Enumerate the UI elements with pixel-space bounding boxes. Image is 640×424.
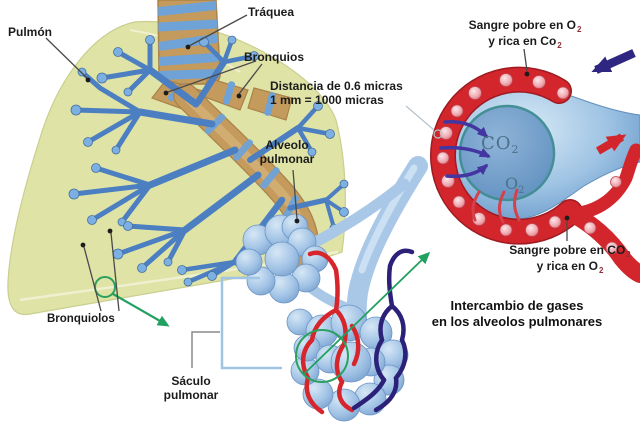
leader-lines	[45, 14, 568, 312]
capillary-red-on-sac	[300, 250, 361, 415]
gas-co2: CO2	[481, 133, 520, 156]
gas-o2-sub: 2	[518, 185, 525, 196]
leader-dots	[80, 44, 570, 248]
label-saculo-pulmonar: Sáculo pulmonar	[151, 374, 231, 402]
sangre-out-text1: Sangre pobre en CO	[509, 243, 626, 257]
gas-o2: O2	[505, 174, 525, 196]
blood-in-arrow	[591, 49, 636, 74]
blood-out-arrow	[595, 133, 627, 155]
label-saculo-line2: pulmonar	[163, 388, 219, 402]
gas-o2-text: O	[505, 174, 519, 193]
note-distancia: Distancia de 0.6 micras 1 mm = 1000 micr…	[270, 79, 403, 107]
sangre-out-sub2: 2	[598, 266, 604, 275]
note-distancia-line1: Distancia de 0.6 micras	[270, 79, 403, 93]
magnifier-circle-sac	[295, 329, 349, 383]
label-traquea: Tráquea	[248, 5, 295, 19]
bronchus-stub-cut	[201, 77, 293, 121]
label-alveolo-line2: pulmonar	[259, 152, 315, 166]
label-bronquiolos: Bronquiolos	[47, 313, 115, 325]
label-bronquios: Bronquios	[244, 50, 304, 64]
sangre-out-sub1: 2	[626, 250, 631, 259]
caption-line2: en los alveolos pulmonares	[431, 313, 603, 329]
caption-intercambio: Intercambio de gases en los alveolos pul…	[417, 298, 617, 329]
sangre-in-sub1: 2	[576, 25, 582, 34]
label-sangre-pobre-co2: Sangre pobre en CO2 y rica en O2	[490, 243, 640, 275]
sangre-out-text2: y rica en O	[536, 259, 598, 273]
label-saculo-line1: Sáculo	[171, 374, 211, 388]
sangre-in-text1: Sangre pobre en O	[468, 18, 576, 32]
caption-line1: Intercambio de gases	[450, 298, 584, 313]
label-sangre-out-line2: y rica en O2	[490, 259, 640, 275]
trachea	[151, 0, 221, 115]
label-sangre-in-line2: y rica en Co2	[444, 34, 606, 50]
label-alveolo-pulmonar: Alveolo pulmonar	[247, 138, 327, 166]
label-alveolo-line1: Alveolo	[265, 138, 309, 152]
gas-co2-sub: 2	[511, 143, 520, 156]
co2-diffusion-arrows	[439, 120, 491, 179]
label-pulmon: Pulmón	[8, 25, 52, 39]
sangre-in-sub2: 2	[557, 41, 562, 50]
zoom-arrow-lung-to-sac	[112, 293, 170, 327]
gas-co2-text: CO	[481, 133, 512, 154]
note-distancia-line2: 1 mm = 1000 micras	[270, 93, 384, 107]
capillary-vein-on-sac	[351, 248, 415, 413]
o2-diffusion-lines	[471, 188, 521, 224]
blood-cells	[436, 73, 622, 255]
label-sangre-out-line1: Sangre pobre en CO2	[490, 243, 640, 259]
label-sangre-pobre-o2: Sangre pobre en O2 y rica en Co2	[444, 18, 606, 50]
label-sangre-in-line1: Sangre pobre en O2	[444, 18, 606, 34]
sangre-in-text2: y rica en Co	[488, 34, 557, 48]
saculo-bracket	[191, 276, 282, 370]
membrane-pointer-line	[405, 105, 443, 139]
zoom-arrow-sac-to-alveolus	[303, 251, 431, 375]
